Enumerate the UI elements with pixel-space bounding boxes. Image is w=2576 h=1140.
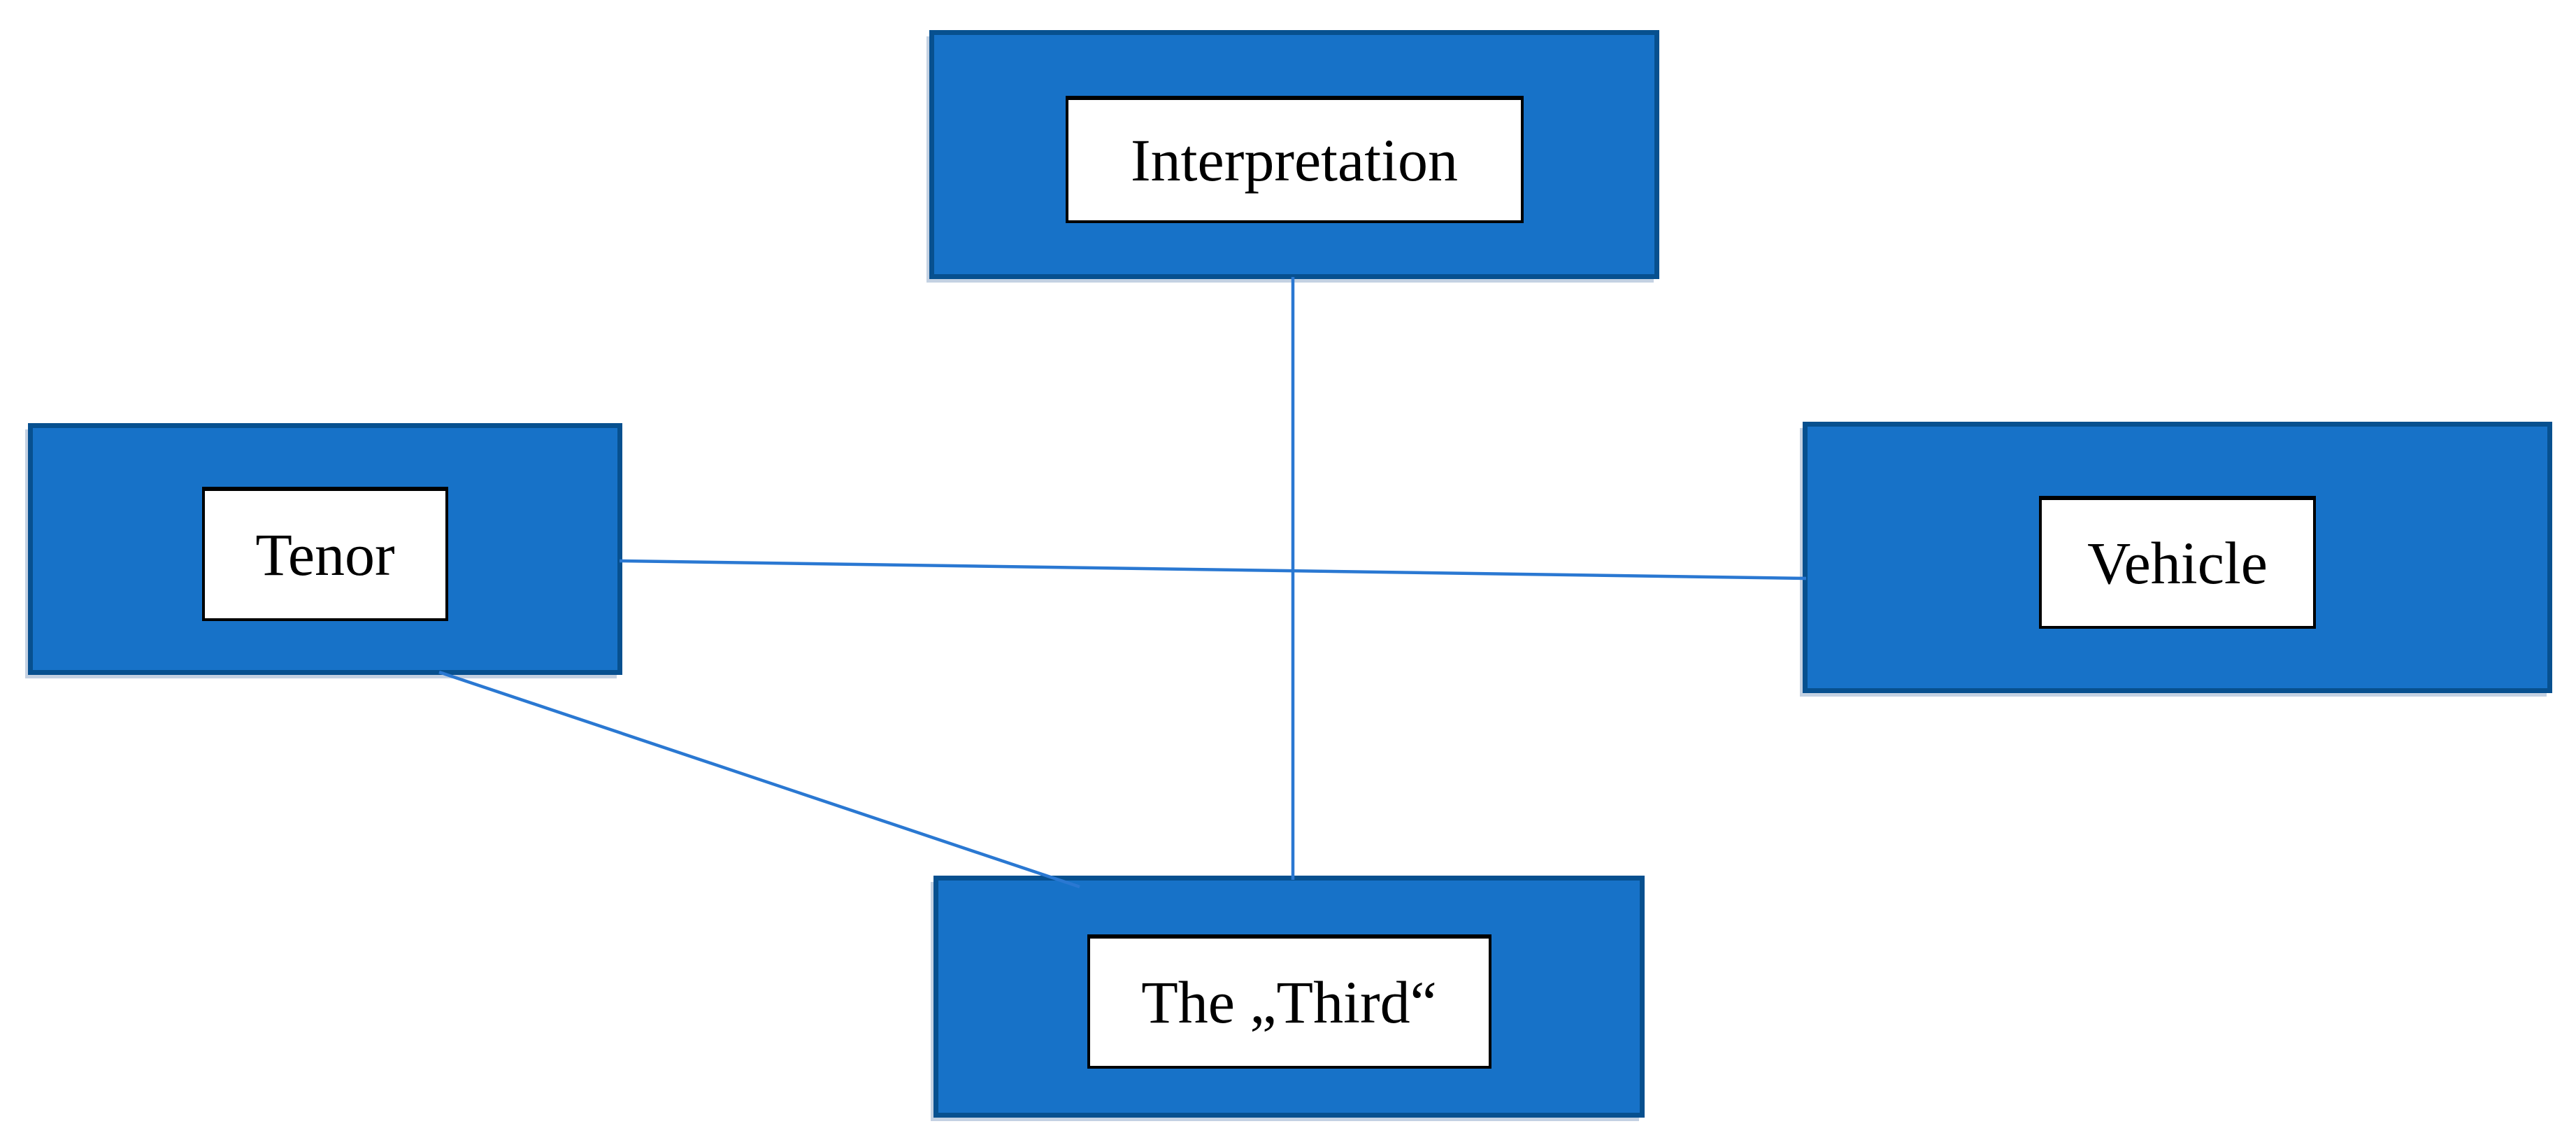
node-interpretation-label: Interpretation: [1130, 127, 1458, 194]
node-third-label-box: The „Third“: [1087, 934, 1491, 1069]
node-tenor-label-box: Tenor: [202, 487, 448, 621]
node-vehicle-label-box: Vehicle: [2039, 496, 2316, 629]
node-vehicle: Vehicle: [1803, 422, 2552, 693]
node-vehicle-label: Vehicle: [2087, 529, 2268, 597]
node-third: The „Third“: [933, 876, 1645, 1118]
edge-tenor-vehicle: [619, 559, 1807, 580]
node-tenor-label: Tenor: [255, 521, 395, 588]
node-tenor: Tenor: [28, 423, 622, 675]
node-interpretation: Interpretation: [929, 30, 1659, 279]
edge-tenor-third: [438, 670, 1080, 889]
node-interpretation-label-box: Interpretation: [1065, 96, 1524, 223]
node-third-label: The „Third“: [1141, 969, 1437, 1036]
